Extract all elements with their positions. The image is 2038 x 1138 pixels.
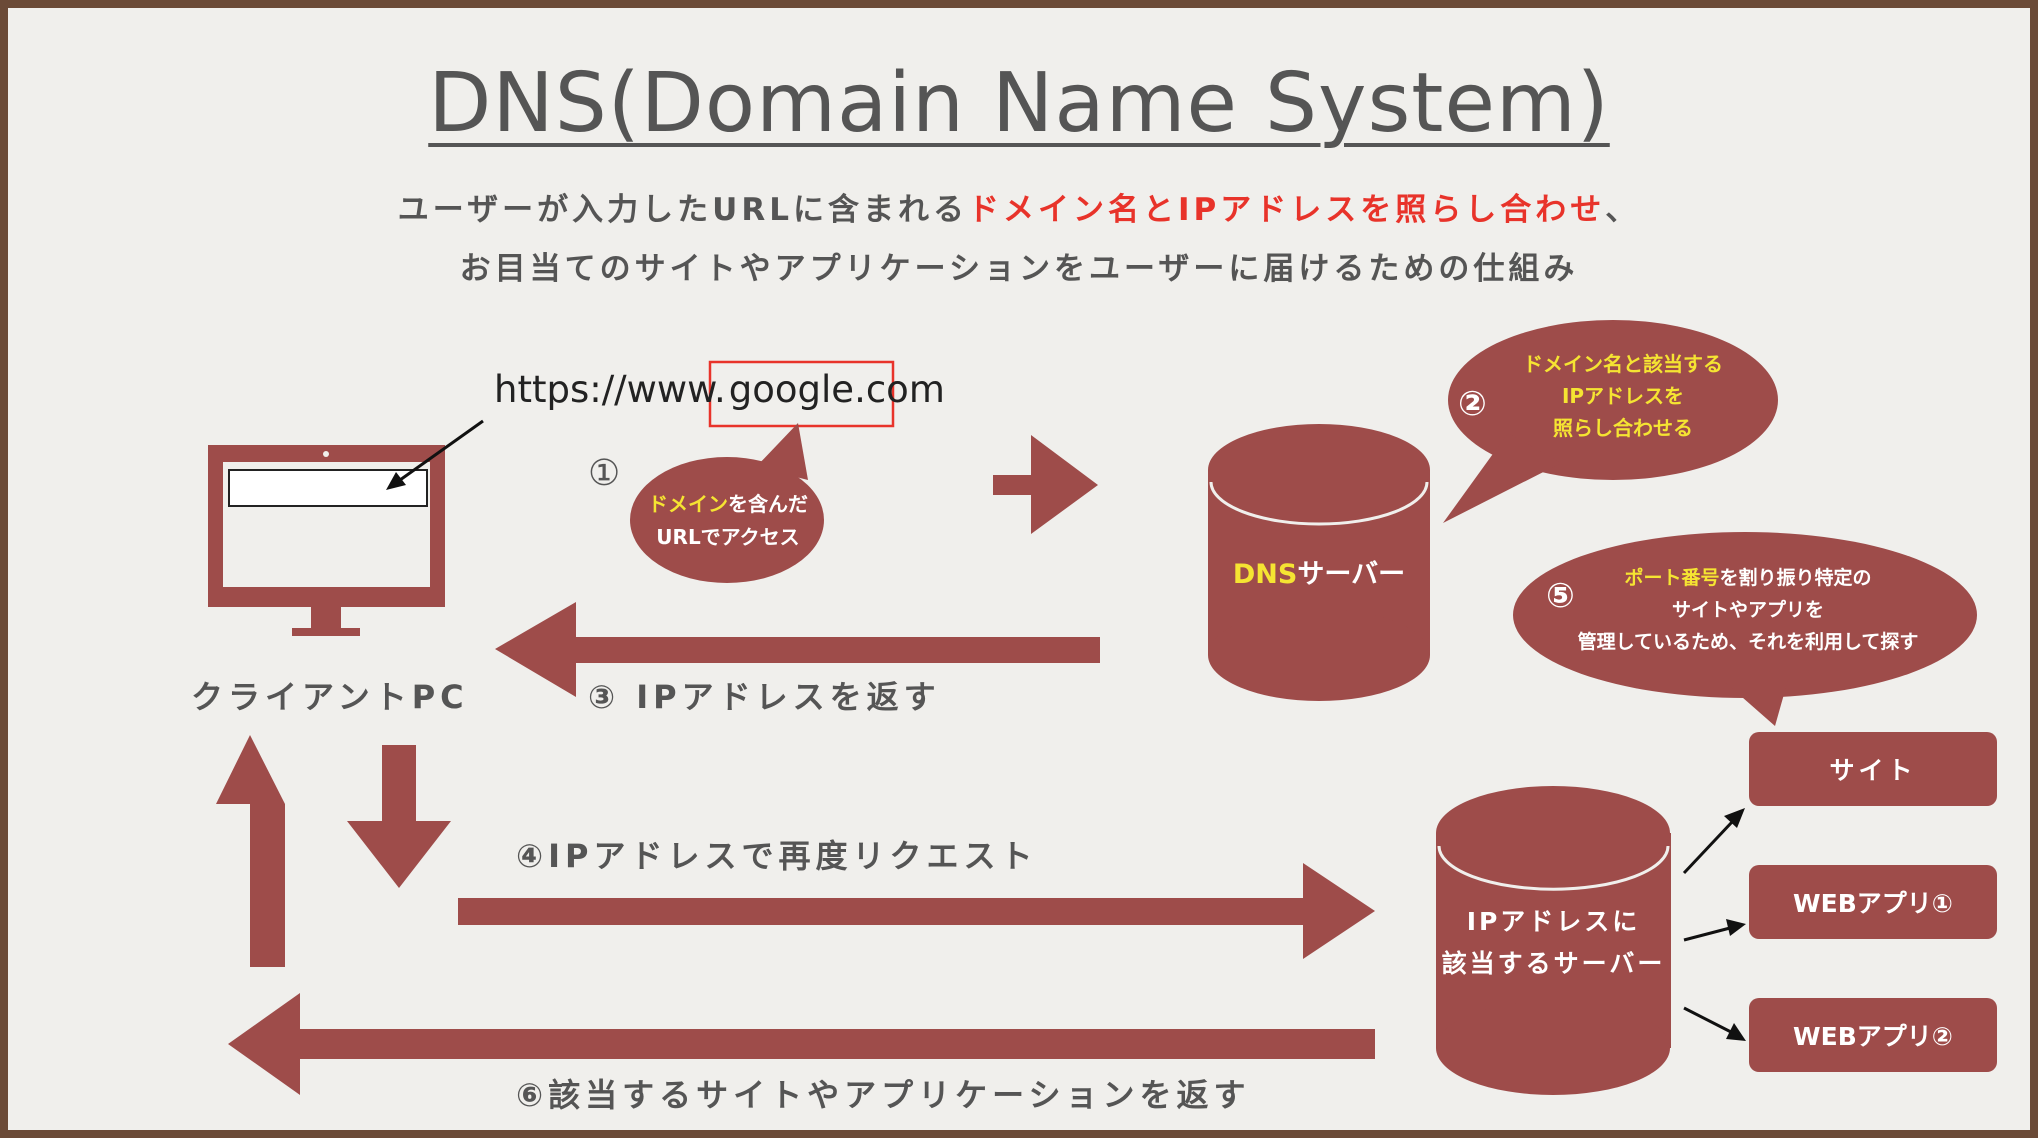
monitor-neck: [311, 607, 341, 628]
dns-server-cylinder: [1208, 424, 1430, 701]
ip-server-line1: IPアドレスに: [1466, 907, 1641, 936]
request-arrow-to-dns: [993, 435, 1098, 534]
target-webapp1-box: WEBアプリ①: [1749, 865, 1997, 939]
step2-bubble-tail: [1443, 433, 1561, 523]
step5-bubble-text: ポート番号を割り振り特定の サイトやアプリを 管理しているため、それを利用して探…: [1538, 562, 1958, 658]
step1-bubble-line1: ドメインを含んだ: [635, 488, 821, 521]
step4-number: ④: [516, 837, 549, 875]
target-arrows: [1682, 808, 1746, 1041]
step5-line2: サイトやアプリを: [1671, 599, 1824, 621]
step6-text: 該当するサイトやアプリケーションを返す: [548, 1076, 1251, 1114]
step6-label: ⑥該当するサイトやアプリケーションを返す: [516, 1070, 1250, 1116]
url-prefix: https://www.: [494, 368, 726, 411]
step5-number: ⑤: [1546, 576, 1575, 616]
diagram-shapes: [208, 320, 1977, 1095]
step5-bubble: [1513, 532, 1977, 726]
arrow-to-webapp1-line: [1683, 926, 1731, 942]
url-pointer-head: [386, 472, 406, 490]
step5-line1-rest: を割り振り特定の: [1719, 567, 1872, 589]
step3-label: ③ IPアドレスを返す: [588, 672, 941, 718]
step2-line2: IPアドレスを: [1561, 384, 1685, 408]
request-arrow-to-ip-server: [458, 863, 1375, 959]
arrow-to-site-head: [1724, 808, 1745, 828]
step5-highlight: ポート番号: [1624, 567, 1720, 589]
target-site-box: サイト: [1749, 732, 1997, 806]
subtitle-highlight: ドメイン名とIPアドレスを照らし合わせ: [967, 192, 1606, 228]
monitor-base: [292, 628, 360, 636]
step1-number: ①: [588, 453, 621, 494]
slide: DNS(Domain Name System) ユーザーが入力したURLに含まれ…: [8, 8, 2030, 1130]
target-webapp2-box: WEBアプリ②: [1749, 998, 1997, 1072]
url-domain: google.com: [728, 368, 945, 411]
subtitle-line2: お目当てのサイトやアプリケーションをユーザーに届けるための仕組み: [8, 243, 2030, 288]
page-title: DNS(Domain Name System): [8, 56, 2030, 151]
step1-bubble-text: ドメインを含んだ URLでアクセス: [635, 488, 821, 554]
down-arrow: [347, 745, 451, 888]
domain-highlight-box: [708, 360, 895, 428]
step1-highlight: ドメイン: [648, 492, 728, 516]
arrow-to-webapp2-head: [1726, 1023, 1746, 1041]
step2-bubble-body: [1448, 320, 1778, 480]
title-text: DNS(Domain Name System): [428, 56, 1610, 151]
dns-label-highlight: DNS: [1232, 559, 1298, 590]
dns-label-rest: サーバー: [1297, 559, 1406, 590]
step2-line3: 照らし合わせる: [1553, 416, 1693, 440]
step5-bubble-tail: [1726, 680, 1788, 726]
step2-bubble: [1443, 320, 1778, 523]
ip-server-line2: 該当するサーバー: [1441, 949, 1666, 978]
step1-bubble: [630, 423, 824, 583]
monitor-camera: [323, 451, 329, 457]
url-pointer-arrow: [386, 419, 484, 490]
step2-bubble-text: ドメイン名と該当する IPアドレスを 照らし合わせる: [1498, 348, 1748, 444]
step5-line1: ポート番号を割り振り特定の: [1538, 562, 1958, 594]
subtitle-line2-text: お目当てのサイトやアプリケーションをユーザーに届けるための仕組み: [459, 251, 1579, 287]
step5-line3: 管理しているため、それを利用して探す: [1577, 631, 1919, 653]
step6-number: ⑥: [516, 1076, 549, 1114]
dns-cylinder-rim: [1209, 481, 1429, 526]
url-text: https://www.google.com: [494, 368, 945, 411]
up-arrow: [216, 735, 285, 967]
subtitle-prefix: ユーザーが入力したURLに含まれる: [397, 192, 968, 228]
arrow-to-webapp1-head: [1726, 919, 1746, 936]
dns-cylinder-bottom: [1208, 609, 1430, 701]
arrow-to-site-line: [1682, 820, 1734, 875]
step4-text: IPアドレスで再度リクエスト: [548, 837, 1038, 875]
ip-cylinder-bottom: [1436, 1001, 1670, 1095]
return-ip-arrow: [495, 602, 1100, 697]
step3-number: ③: [588, 678, 621, 716]
step3-text: IPアドレスを返す: [636, 678, 941, 716]
subtitle-line1: ユーザーが入力したURLに含まれるドメイン名とIPアドレスを照らし合わせ、: [8, 184, 2030, 229]
ip-server-cylinder: [1436, 786, 1671, 1095]
step1-bubble-tail: [756, 423, 808, 480]
ip-cylinder-top: [1436, 786, 1670, 880]
subtitle-suffix: 、: [1605, 192, 1641, 228]
step5-bubble-body: [1513, 532, 1977, 698]
step1-bubble-line2: URLでアクセス: [656, 525, 800, 549]
arrow-to-webapp2-line: [1683, 1006, 1732, 1034]
step1-line1-rest: を含んだ: [728, 492, 808, 516]
return-app-arrow: [228, 993, 1375, 1095]
url-pointer-line: [399, 419, 484, 482]
step2-line1: ドメイン名と該当する: [1523, 352, 1723, 376]
step4-label: ④IPアドレスで再度リクエスト: [516, 831, 1037, 877]
step2-number: ②: [1458, 384, 1487, 424]
ip-cylinder-rim: [1437, 845, 1670, 891]
step1-bubble-body: [630, 457, 824, 583]
dns-server-label: DNSサーバー: [1208, 552, 1430, 591]
ip-server-label: IPアドレスに 該当するサーバー: [1436, 901, 1671, 985]
dns-cylinder-top: [1208, 424, 1430, 516]
client-pc-label: クライアントPC: [191, 678, 469, 716]
